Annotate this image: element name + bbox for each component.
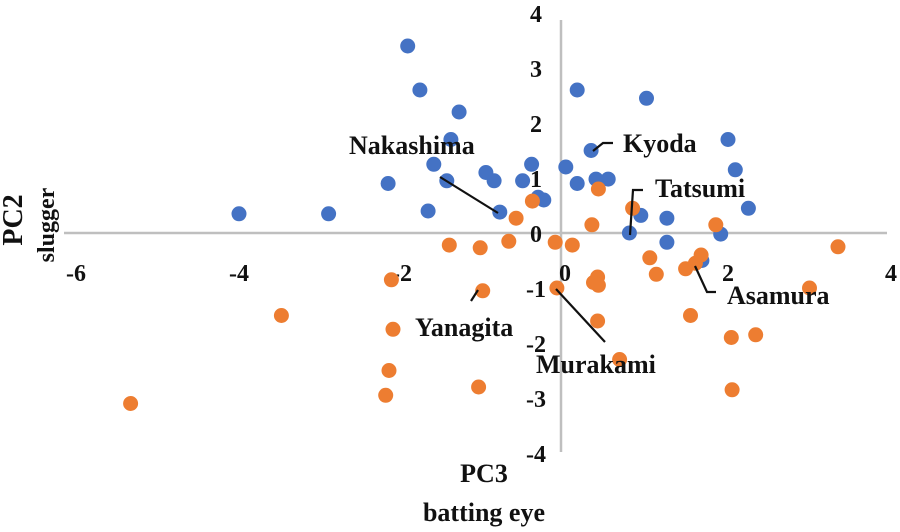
data-point (683, 308, 698, 323)
data-point (378, 387, 394, 403)
data-point (441, 237, 457, 253)
data-point (273, 308, 289, 323)
y-tick-label: -3 (526, 387, 546, 413)
data-point (723, 330, 739, 345)
data-point (547, 234, 563, 250)
data-point (564, 237, 580, 253)
x-tick-label: -6 (66, 261, 86, 287)
x-tick-label: 4 (885, 261, 897, 287)
data-point (321, 206, 337, 222)
annotation-kyoda: Kyoda (623, 129, 697, 158)
y-tick-label: 3 (530, 57, 542, 83)
data-point (600, 171, 616, 187)
data-point (536, 192, 552, 208)
data-points (123, 38, 846, 411)
data-point (443, 132, 459, 147)
data-point (524, 193, 540, 209)
y-tick-label: -2 (526, 332, 546, 358)
data-point (659, 210, 675, 226)
leader-murakami (555, 288, 606, 343)
data-point (558, 159, 574, 175)
leader-yanagita (470, 289, 479, 302)
data-point (549, 280, 565, 296)
series-blue (231, 38, 756, 268)
data-point (569, 82, 585, 98)
y-tick-label: 1 (530, 167, 542, 193)
y-tick-labels: 4 3 2 1 0 -1 -2 -3 -4 (526, 2, 546, 468)
data-point (420, 203, 436, 219)
data-point (802, 280, 817, 296)
data-point (740, 200, 756, 216)
data-point (492, 204, 508, 220)
data-point (720, 132, 736, 147)
data-point (648, 266, 664, 282)
annotation-yanagita: Yanagita (415, 313, 513, 342)
data-point (380, 176, 396, 191)
data-point (693, 247, 709, 263)
leader-kyoda (592, 141, 613, 152)
data-point (583, 143, 599, 158)
series-orange (123, 181, 846, 411)
data-point (508, 210, 524, 226)
data-point (727, 162, 743, 178)
data-point (475, 283, 491, 299)
axes (64, 20, 887, 452)
x-tick-label: -4 (229, 261, 249, 287)
axis-titles: PC3 batting eye PC2 slugger (0, 187, 545, 527)
data-point (426, 156, 442, 172)
x-axis-title-line2: batting eye (423, 498, 545, 527)
y-tick-label: 2 (530, 112, 542, 138)
leader-tatsumi (628, 188, 643, 236)
y-axis-title-line1: PC2 (0, 194, 29, 245)
data-point (642, 250, 658, 266)
annotation-tatsumi: Tatsumi (655, 174, 745, 203)
data-point (501, 233, 517, 249)
data-point (748, 327, 764, 343)
data-point (612, 352, 628, 367)
y-tick-label: -1 (526, 277, 546, 303)
annotation-murakami: Murakami (536, 350, 656, 379)
data-point (412, 82, 428, 98)
data-point (724, 382, 740, 398)
annotation-asamura: Asamura (727, 281, 830, 310)
data-point (569, 176, 585, 191)
data-point (451, 104, 467, 120)
data-point (590, 181, 606, 197)
data-point (385, 321, 401, 337)
data-point (400, 38, 416, 54)
data-point (231, 206, 247, 222)
data-point (590, 277, 606, 293)
data-point (708, 217, 724, 233)
x-axis-title-line1: PC3 (460, 459, 508, 488)
y-axis-title-line2: slugger (34, 187, 60, 262)
data-point (659, 234, 675, 250)
data-point (383, 272, 399, 288)
data-point (381, 363, 397, 378)
x-tick-label: 2 (722, 261, 734, 287)
data-point (472, 240, 488, 256)
data-point (639, 90, 654, 106)
data-point (590, 313, 606, 329)
y-tick-label: 4 (530, 2, 542, 28)
data-point (515, 173, 531, 189)
y-tick-label: 0 (530, 222, 542, 248)
data-point (471, 379, 487, 395)
data-point (830, 239, 846, 255)
leader-asamura (694, 265, 716, 294)
leader-nakashima (439, 176, 499, 214)
data-point (123, 396, 139, 411)
annotation-nakashima: Nakashima (349, 131, 475, 160)
y-tick-label: -4 (526, 442, 546, 468)
x-tick-label: 0 (559, 261, 571, 287)
data-point (486, 173, 502, 189)
data-point (524, 156, 540, 172)
point-annotations: Nakashima Kyoda Tatsumi Asamura Yanagita… (349, 129, 830, 379)
data-point (584, 217, 600, 233)
